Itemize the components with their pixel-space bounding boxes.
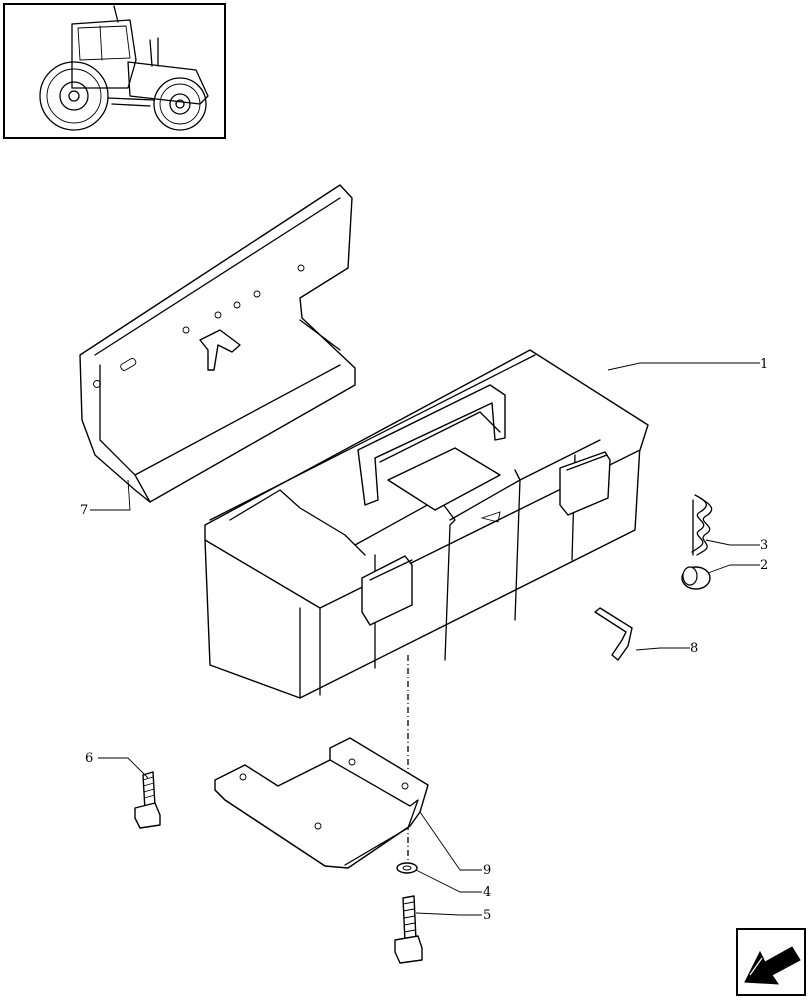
callout-3[interactable]: 3	[760, 538, 768, 553]
part-2-cap	[681, 566, 711, 590]
part-3-spring-clip	[691, 494, 713, 556]
callout-labels: 1 2 3 4 5 6 7 8 9	[80, 357, 768, 923]
callout-4[interactable]: 4	[483, 885, 491, 900]
return-arrow-icon	[744, 946, 801, 985]
part-9-mounting-plate	[214, 737, 429, 869]
return-arrow-button[interactable]	[736, 928, 806, 996]
part-1-tool-box	[204, 349, 649, 699]
callout-2[interactable]: 2	[760, 558, 768, 573]
part-6-bolt	[134, 771, 161, 829]
callout-7[interactable]: 7	[80, 503, 88, 518]
part-7-support-bracket	[79, 184, 356, 503]
part-5-bolt	[394, 895, 423, 964]
part-4-washer	[396, 862, 418, 874]
callout-9[interactable]: 9	[483, 863, 491, 878]
part-8-l-key	[594, 607, 633, 661]
callout-8[interactable]: 8	[690, 641, 698, 656]
callout-1[interactable]: 1	[760, 357, 768, 372]
tractor-thumbnail[interactable]	[3, 3, 226, 139]
tractor-icon	[39, 5, 209, 131]
callout-6[interactable]: 6	[85, 751, 93, 766]
callout-5[interactable]: 5	[483, 908, 491, 923]
leader-lines	[90, 362, 760, 916]
